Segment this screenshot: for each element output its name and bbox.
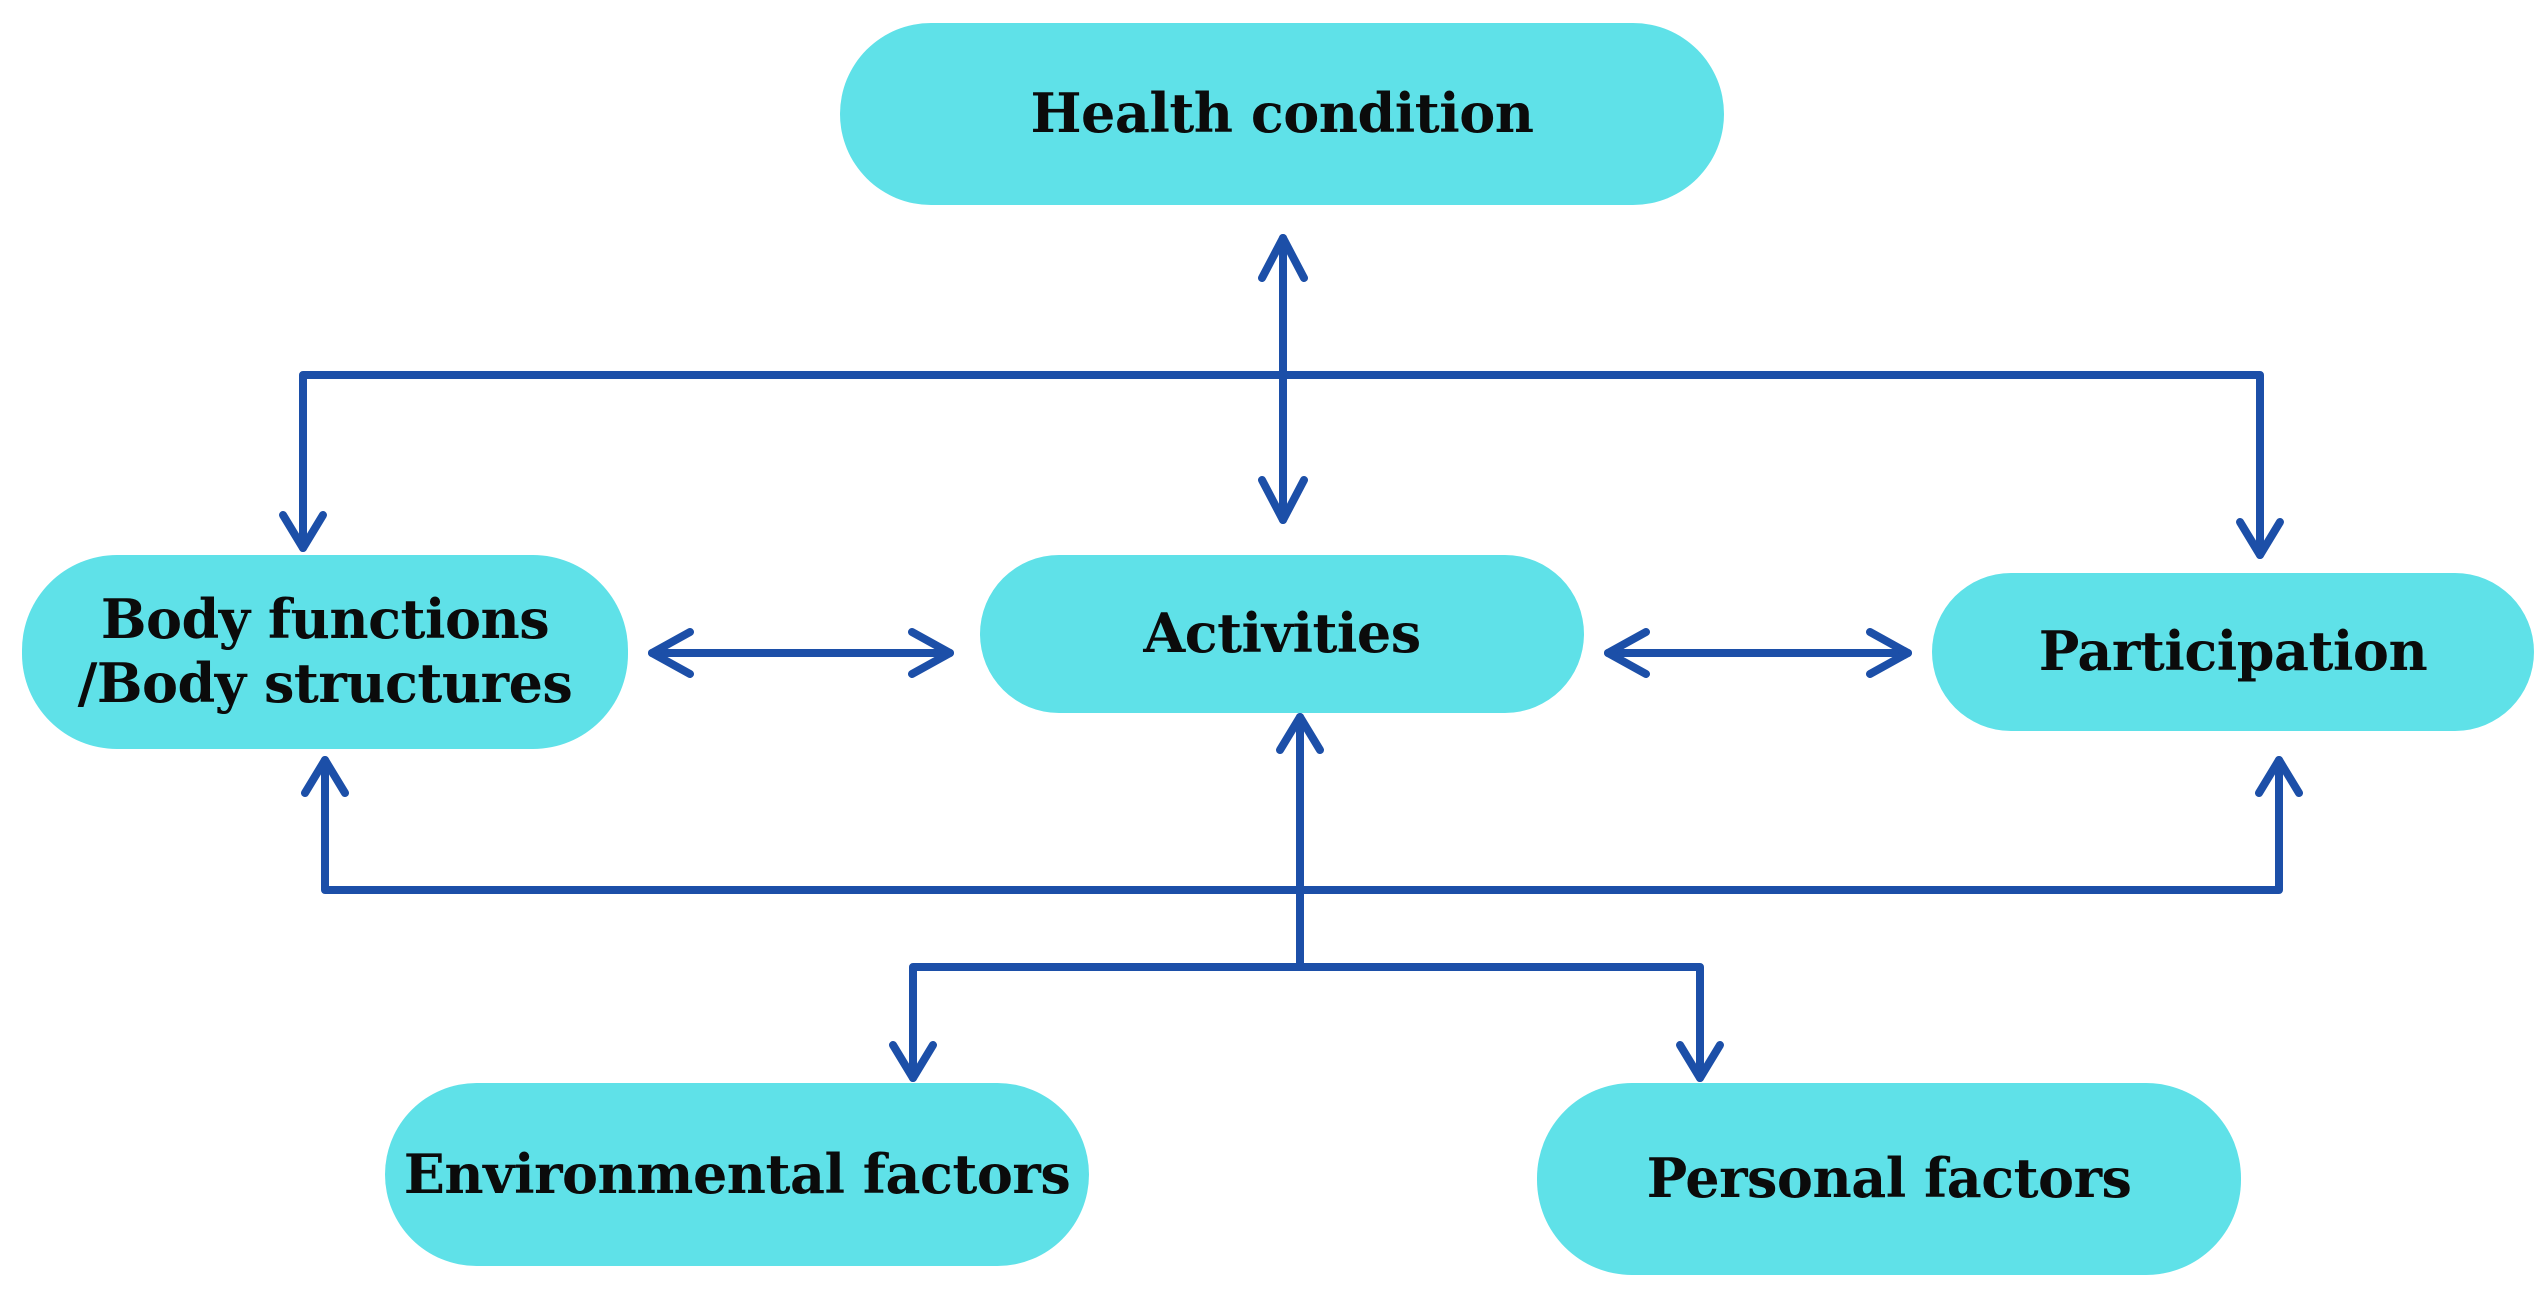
node-body-label-line2: /Body structures — [77, 651, 573, 715]
node-personal-factors-label: Personal factors — [1646, 1146, 2132, 1211]
node-environmental-factors-label: Environmental factors — [403, 1141, 1071, 1206]
node-health-condition-label: Health condition — [1030, 81, 1534, 146]
node-health-condition: Health condition — [840, 23, 1724, 205]
connector-activities-participation — [1604, 628, 1912, 678]
node-activities: Activities — [980, 555, 1584, 713]
connector-top-bus — [279, 371, 2284, 559]
node-participation: Participation — [1932, 573, 2534, 731]
connector-body-activities — [648, 628, 954, 678]
node-personal-factors: Personal factors — [1537, 1083, 2241, 1275]
connector-factors-branch — [889, 963, 1724, 1082]
node-body-label-line1: Body functions — [100, 587, 550, 652]
node-participation-label: Participation — [2038, 619, 2428, 684]
node-activities-label: Activities — [1143, 601, 1421, 666]
node-environmental-factors: Environmental factors — [385, 1083, 1089, 1266]
node-body-functions-structures: Body functions /Body structures — [22, 555, 628, 749]
connector-factors-activities — [1276, 713, 1324, 971]
